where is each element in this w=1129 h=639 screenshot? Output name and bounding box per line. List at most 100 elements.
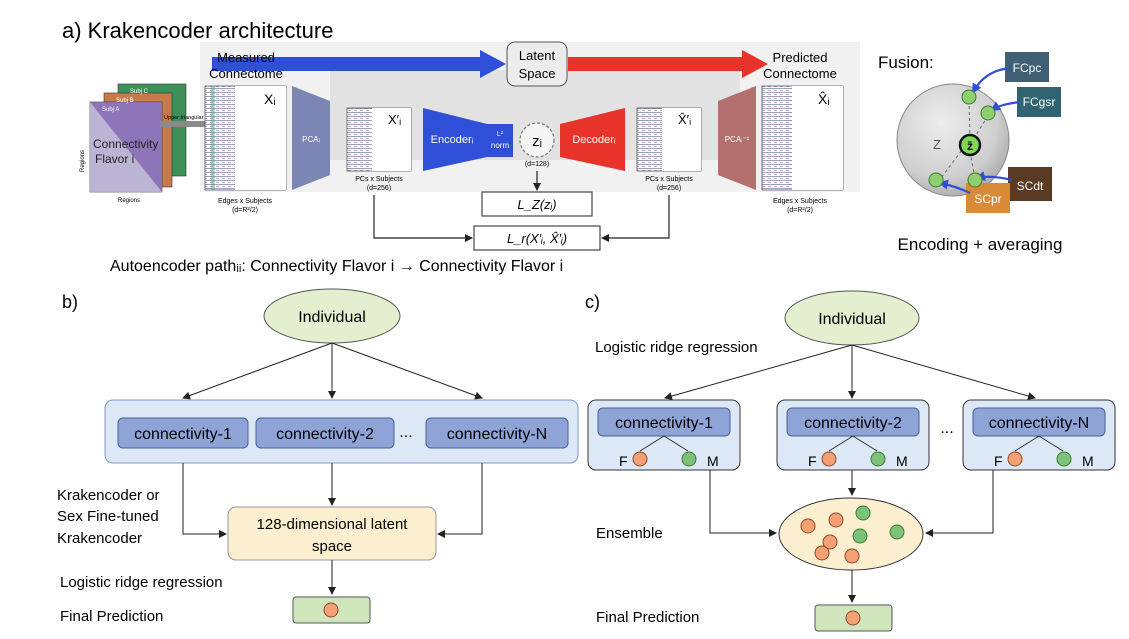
c-conn-2-m-label: M	[896, 453, 908, 469]
latent-label-1: Latent	[519, 48, 556, 63]
fcgsr-label: FCgsr	[1023, 95, 1056, 109]
b-arrow-to-conn-n	[331, 342, 483, 400]
decoder-block	[560, 108, 625, 171]
subj-b-label: Subj B	[116, 98, 134, 104]
ensemble-male-point	[852, 528, 868, 544]
x-i-label: Xᵢ	[264, 91, 276, 107]
z-i-node	[519, 122, 555, 158]
c-conn-2-f-label: F	[808, 453, 817, 469]
b-conn-n-to-latent	[437, 463, 483, 538]
subj-a-label: Subj A	[102, 107, 119, 113]
c-conn-n-label: connectivity-N	[989, 415, 1089, 432]
kraken-label-1: Krakencoder or	[57, 487, 160, 504]
flavor-label-1: Connectivity	[93, 137, 158, 151]
c-conn-1-female-point	[632, 451, 648, 467]
b-conn-1-label: connectivity-1	[134, 426, 232, 443]
c-conn-n-branch-m	[1038, 435, 1064, 452]
measured-label-2: Connectome	[209, 66, 283, 81]
scdt-thumbnail	[1008, 167, 1052, 201]
edges-dim-right-label: (d=R²/2)	[787, 207, 813, 214]
x-hat-i-label: X̂ᵢ	[818, 91, 830, 107]
panel-c-label: c)	[585, 292, 600, 312]
c-conn-n-female-point	[1007, 451, 1023, 467]
fusion-dash-2	[973, 115, 989, 139]
c-conn-2-male-point	[870, 451, 886, 467]
b-latent-label-2: space	[312, 538, 352, 555]
loss-z-box	[481, 191, 593, 217]
fusion-sphere	[896, 83, 1010, 197]
b-arrow-to-conn-1	[182, 342, 333, 400]
c-arrow-to-conn-n	[851, 344, 1036, 400]
d128-label: (d=128)	[525, 161, 549, 168]
b-logistic-label: Logistic ridge regression	[60, 574, 223, 591]
c-conn-1-to-ensemble	[709, 470, 777, 537]
pca-inverse-block	[718, 86, 756, 190]
autoencoder-path-label: Autoencoder pathᵢᵢ: Connectivity Flavor …	[110, 258, 563, 275]
loss-z-label: L_Z(zᵢ)	[517, 197, 556, 212]
edges-subjects-label: Edges x Subjects	[218, 198, 273, 205]
b-ellipsis: ...	[399, 424, 412, 441]
ensemble-female-point	[822, 534, 838, 550]
c-conn-2-branch-f	[828, 435, 854, 452]
c-final-prediction-point	[845, 610, 861, 626]
edges-subjects-right-label: Edges x Subjects	[773, 198, 828, 205]
fcgsr-thumbnail	[1017, 87, 1061, 117]
fusion-caption: Encoding + averaging	[898, 235, 1063, 254]
b-final-prediction-point	[323, 602, 339, 618]
kraken-label-3: Krakencoder	[57, 530, 142, 547]
c-conn-n-to-ensemble	[925, 470, 994, 537]
ensemble-male-point	[889, 524, 905, 540]
pca-inverse-label: PCAᵢ⁻¹	[725, 135, 750, 144]
predicted-matrix-blank	[792, 86, 843, 190]
panel-b-label: b)	[62, 292, 78, 312]
latent-label-2: Space	[519, 66, 556, 81]
c-conn-2-female-point	[821, 451, 837, 467]
c-conn-n-m-label: M	[1082, 453, 1094, 469]
ensemble-male-point	[855, 505, 871, 521]
regions-vertical-label: Regions	[80, 150, 86, 172]
predicted-label-1: Predicted	[773, 50, 828, 65]
b-conn-1-box	[117, 417, 249, 449]
latent-space-box	[506, 41, 568, 87]
c-conn-1-m-label: M	[707, 453, 719, 469]
norm-label: norm	[491, 141, 510, 150]
b-conn-n-box	[425, 417, 569, 449]
decoder-label: Decoderᵢ	[572, 134, 616, 146]
scpr-point	[928, 172, 944, 188]
b-conn-2-box	[255, 417, 395, 449]
measured-matrix-band	[211, 86, 215, 190]
panel-a-title: a) Krakencoder architecture	[62, 18, 333, 43]
b-conn-2-label: connectivity-2	[276, 426, 374, 443]
c-conn-2-label: connectivity-2	[804, 415, 902, 432]
pca-label: PCAᵢ	[302, 135, 320, 144]
x-i-prime-label: X′ᵢ	[388, 112, 401, 127]
x-hat-prime-to-loss-arrow	[601, 195, 670, 242]
z-bar-label: z̄	[967, 139, 973, 153]
encoder-block	[423, 108, 487, 171]
c-conn-1-branch-m	[663, 435, 689, 452]
c-conn-n-branch-f	[1014, 435, 1040, 452]
pca-block	[292, 86, 330, 190]
b-conn-1-to-latent	[182, 463, 227, 538]
z-axis-label: Z	[933, 137, 941, 152]
fusion-dash-3	[969, 151, 976, 179]
fcpc-point	[961, 89, 977, 105]
c-final-label: Final Prediction	[596, 609, 699, 626]
ensemble-female-point	[800, 518, 816, 534]
loss-r-box	[473, 225, 601, 251]
c-conn-1-male-point	[681, 451, 697, 467]
c-arrow-to-conn-1	[664, 344, 853, 400]
c-ensemble-label: Ensemble	[596, 525, 663, 542]
x-prime-to-loss-arrow	[373, 195, 473, 242]
edges-dim-label: (d=R²/2)	[232, 207, 258, 214]
c-conn-1-label: connectivity-1	[615, 415, 713, 432]
fcpc-arrow	[971, 66, 1011, 94]
scdt-label: SCdt	[1017, 179, 1044, 193]
c-conn-n-male-point	[1056, 451, 1072, 467]
c-logistic-label: Logistic ridge regression	[595, 339, 758, 356]
encoder-label: Encoderᵢ	[431, 134, 474, 146]
flavor-label-2: Flavor i	[95, 152, 134, 166]
pcs-subjects-right-label: PCs x Subjects	[645, 176, 693, 183]
pcs-dim-left-label: (d=256)	[367, 185, 391, 192]
